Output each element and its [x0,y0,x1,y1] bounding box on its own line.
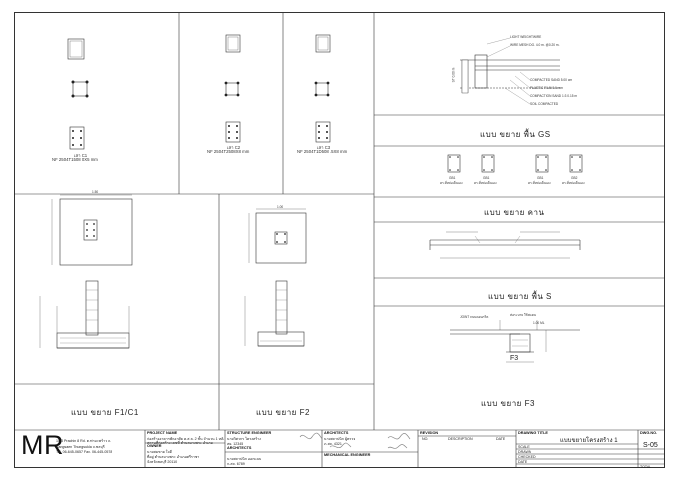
f1-dim-width: 1.50 [92,190,99,194]
architects-line-2: ภ-สถ. 4321 [324,442,342,446]
structure-heading: STRUCTURE ENGINEER [227,431,272,435]
gs-note-2: WIRE MESH DG. 4.0 m. @0.20 m. [510,43,560,47]
beam-1-sub: คร.ที่หล่อเย็นเอง [440,181,463,185]
checked-label: CHECKED [518,455,536,459]
title-s: แบบ ขยาย พื้น S [488,292,552,301]
gs-note-6: SOIL COMPACTED [530,102,559,106]
company-address-2: Bangsaen Thungsukla จ.ชลบุรี [56,445,105,449]
owner-line-3: จังหวัดชลบุรี 20110 [147,460,178,464]
company-address-1: 15/3 Prachin 8 Rd. ต.ท่ามะพร้าว ถ. [56,439,112,443]
owner-line-1: นายสมชาย ใจดี [147,450,172,454]
title-gs: แบบ ขยาย พื้น GS [480,130,551,139]
architects-heading: ARCHITECTS [324,431,349,435]
title-beam: แบบ ขยาย คาน [484,208,545,217]
drawing-sheet-border [14,12,665,468]
dwg-number: S-05 [643,442,658,449]
f2-dim-width: 1.00 [277,205,284,209]
company-logo: MR [21,430,64,460]
mech-heading: MECHANICAL ENGINEER [324,453,371,457]
owner-heading: OWNER [147,444,162,448]
owner-line-2: ที่อยู่ ตำบลบางพระ อำเภอศรีราชา [147,455,200,459]
title-f3: แบบ ขยาย F3 [481,399,535,408]
gs-note-3: COMPACTED SAND 5.00 cm [530,78,573,82]
gs-note-4: PLASTIC FILM 0.6 mm [530,86,563,90]
f3-mark: F3 [510,355,519,362]
beam-3-sub: คร.ที่หล่อเย็นเอง [528,181,551,185]
architect-heading: ARCHITECTS [227,446,252,450]
c1-spec: NF 2504T1508 0X5 mm [52,157,98,162]
revision-no: NO. [422,437,429,441]
revision-date: DATE [496,437,506,441]
structure-line-1: นายวิศวกร โครงสร้าง [227,437,261,441]
project-name-line-1: ก่อสร้างอาคารพักอาศัย ค.ส.ล. 2 ชั้น จำนว… [147,437,224,441]
c3-spec: NF 2504T1D508 .5X8 mm [297,149,348,154]
total-label: TOTAL [640,465,652,469]
beam-4-sub: คร.ที่หล่อเย็นเอง [562,181,585,185]
drawing-title: แบบขยายโครงสร้าง 1 [560,438,618,444]
c2-label: เสา C2 [227,145,241,150]
gs-note-1: LIGHT WEIGHTWIRE [510,35,542,39]
architect-line-1: นายสถาปนิก ออกแบบ [227,457,262,461]
date-label: DATE [518,460,528,464]
project-name-heading: PROJECT NAME [147,431,178,435]
structure-line-2: สย. 12345 [227,442,244,446]
company-tel: Tel. 06-645-0657 Fax. 06-445-0578 [56,450,113,454]
title-f2: แบบ ขยาย F2 [256,408,310,417]
c1-label: เสา C1 [74,153,88,158]
revision-description: DESCRIPTION [448,437,473,441]
architect-line-2: ก-สถ. 6789 [227,462,245,466]
beam-2-label: GB1 [483,176,490,180]
architects-line-1: นายสถาปนิก ผู้ตรวจ [324,437,356,441]
f3-note-2: ท่อระบาย ใช้สแตน [510,313,536,317]
beam-3-label: GB1 [537,176,544,180]
gs-note-5: COMPACTION SAND 1:3 0.15 m [530,94,578,98]
beam-2-sub: คร.ที่หล่อเย็นเอง [474,181,497,185]
drawing-title-heading: DRAWING TITLE [518,431,548,435]
c3-label: เสา C3 [317,145,331,150]
gs-level: ST 0.00 m [451,67,456,83]
beam-1-label: GB1 [449,176,456,180]
drawn-label: DRAWN [518,450,532,454]
scale-label: SCALE [518,445,530,449]
f3-note: JOINT ถนนคอนกรีต [460,315,489,319]
revision-heading: REVISION [420,431,439,435]
f3-note-3: 1.00 ML [533,321,545,325]
c2-spec: NF 2504T2508X8 mm [207,149,250,154]
beam-4-label: GB2 [571,176,578,180]
title-f1: แบบ ขยาย F1/C1 [71,408,139,417]
project-name-line-2: สถานที่ก่อสร้าง เลขที่ ตำบลบางพระ อำเภอ [147,441,213,445]
dwg-no-heading: DWG.NO. [640,431,658,435]
